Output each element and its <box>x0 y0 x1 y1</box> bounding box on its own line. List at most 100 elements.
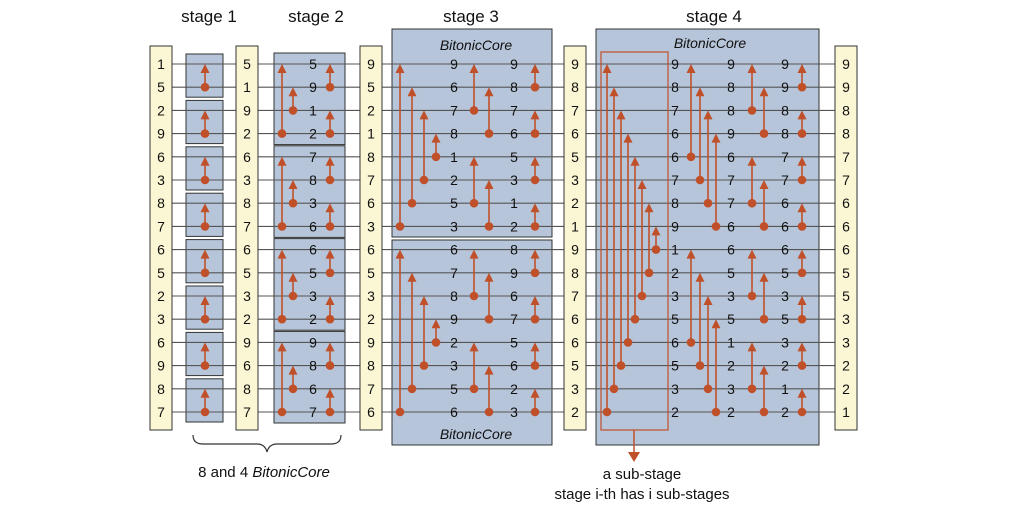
comparator-arrowhead <box>686 249 696 259</box>
comparator-arrowhead <box>759 365 769 375</box>
comparator-dot <box>703 384 713 394</box>
input-column <box>149 45 173 431</box>
comparator-arrowhead <box>200 296 210 305</box>
comparator-dot <box>200 82 210 92</box>
stage3-substage1-value: 5 <box>450 195 458 211</box>
comparator-dot <box>395 407 405 417</box>
comparator-arrowhead <box>651 226 661 236</box>
comparator-arrowhead <box>325 110 335 120</box>
value-columns <box>149 45 858 431</box>
stage2-output-value: 7 <box>367 381 375 397</box>
stage3-substage2-value: 3 <box>510 404 518 420</box>
comparator-arrowhead <box>616 110 626 120</box>
comparator-arrowhead <box>325 203 335 213</box>
comparator-arrowhead <box>325 388 335 398</box>
comparator-dot <box>711 407 721 417</box>
stage4-substage3-value: 8 <box>781 102 789 118</box>
comparator-arrowhead <box>277 342 287 352</box>
stage4-substage2-value: 6 <box>727 218 735 234</box>
comparator-dot <box>200 175 210 185</box>
stage4-substage3-value: 7 <box>781 172 789 188</box>
stage3-output-value: 5 <box>571 358 579 374</box>
comparator-dot <box>200 222 210 231</box>
comparator-dot <box>419 361 429 370</box>
input-value: 6 <box>157 334 165 350</box>
stage3-substage1-value: 9 <box>450 56 458 72</box>
stage2-mid-value: 6 <box>309 381 317 397</box>
stage1-output-value: 8 <box>243 381 251 397</box>
stage2-output-value: 1 <box>367 126 375 142</box>
final-output-value: 6 <box>842 242 850 258</box>
comparator-arrowhead <box>530 203 540 213</box>
stage4-substage1-value: 7 <box>671 172 679 188</box>
stage2-mid-value: 9 <box>309 334 317 350</box>
stage3-substage1-value: 2 <box>450 334 458 350</box>
comparator-dot <box>277 407 287 417</box>
stage2-mid-value: 5 <box>309 265 317 281</box>
final-output-value: 5 <box>842 265 850 281</box>
stage4-substage1-value: 6 <box>671 334 679 350</box>
stage4-substage1-value: 1 <box>671 242 679 258</box>
final-output-value: 8 <box>842 102 850 118</box>
stage4-substage3-value: 3 <box>781 288 789 304</box>
stage4-substage2-value: 7 <box>727 195 735 211</box>
comparator-arrowhead <box>200 342 210 352</box>
stage3-output-value: 8 <box>571 265 579 281</box>
comparator-arrowhead <box>277 156 287 166</box>
stage3-substage2-value: 9 <box>510 56 518 72</box>
stage3-substage1-value: 8 <box>450 126 458 142</box>
stage3-substage2-value: 6 <box>510 358 518 374</box>
comparator-arrowhead <box>747 249 757 259</box>
comparator-dot <box>686 152 696 162</box>
final-output-value: 2 <box>842 358 850 374</box>
final-output-value: 2 <box>842 381 850 397</box>
comparator-dot <box>747 291 757 301</box>
comparator-dot <box>277 314 287 324</box>
stage2-mid-value: 8 <box>309 172 317 188</box>
comparator-dot <box>695 361 705 370</box>
stage4-substage2-value: 3 <box>727 288 735 304</box>
stage4-substage3-value: 8 <box>781 126 789 142</box>
comparator-arrowhead <box>200 249 210 259</box>
stage3-bottom-core-label: BitonicCore <box>440 426 513 442</box>
stage-2-label: stage 2 <box>288 7 344 26</box>
comparator-arrowhead <box>484 365 494 375</box>
comparator-arrowhead <box>530 249 540 259</box>
comparator-dot <box>325 82 335 92</box>
comparator-arrowhead <box>325 296 335 305</box>
stage1-output-value: 8 <box>243 195 251 211</box>
stage1-output-value: 7 <box>243 218 251 234</box>
comparator-dot <box>530 314 540 324</box>
comparator-dot <box>609 384 619 394</box>
stage4-substage2-value: 7 <box>727 172 735 188</box>
stage4-substage2-value: 5 <box>727 311 735 327</box>
input-value: 7 <box>157 404 165 420</box>
comparator-dot <box>747 384 757 394</box>
stage4-substage3-value: 2 <box>781 358 789 374</box>
stage-4-label: stage 4 <box>686 7 742 26</box>
comparators <box>200 64 807 417</box>
stage-1-label: stage 1 <box>181 7 237 26</box>
stage2-output-value: 7 <box>367 172 375 188</box>
comparator-dot <box>325 361 335 370</box>
stage4-substage1-value: 3 <box>671 381 679 397</box>
stage3-output-value: 9 <box>571 242 579 258</box>
input-value: 2 <box>157 102 165 118</box>
comparator-arrowhead <box>530 296 540 305</box>
comparator-dot <box>616 361 626 370</box>
comparator-arrowhead <box>200 156 210 166</box>
stage4-substage3-value: 3 <box>781 334 789 350</box>
comparator-dot <box>651 245 661 254</box>
stage3-substage1-value: 7 <box>450 102 458 118</box>
stage3-substage2-value: 6 <box>510 126 518 142</box>
substage-caption-line1: a sub-stage <box>603 466 681 483</box>
stage4-core-label: BitonicCore <box>674 35 747 51</box>
comparator-arrowhead <box>200 388 210 398</box>
stage3-output-value: 9 <box>571 56 579 72</box>
comparator-arrowhead <box>759 180 769 189</box>
stage4-substage3-value: 9 <box>781 79 789 95</box>
final-output-column <box>834 45 858 431</box>
comparator-dot <box>469 384 479 394</box>
comparator-arrowhead <box>747 64 757 73</box>
stage4-substage3-value: 1 <box>781 381 789 397</box>
